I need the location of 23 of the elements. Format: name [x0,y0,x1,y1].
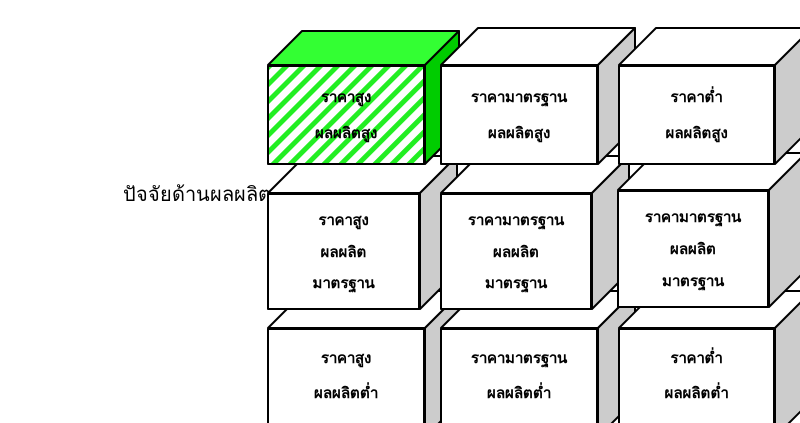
cube-label: ราคาต่ำ [670,86,722,108]
cube-label: ผลผลิต [670,239,716,260]
cube-label: ผลผลิตต่ำ [664,382,728,404]
cube-label: ราคามาตรฐาน [471,348,567,369]
cube-label: ผลผลิตต่ำ [314,382,378,404]
cube-label: ราคาต่ำ [670,347,722,369]
cube-box [440,328,598,423]
cube-box [267,65,425,165]
cube-label: มาตรฐาน [312,273,374,294]
cube-label: ผลผลิตต่ำ [487,382,551,404]
cube-label: ผลผลิตสูง [488,123,550,144]
cube-label: มาตรฐาน [662,271,724,292]
axis-label: ปัจจัยด้านผลผลิต [123,181,271,208]
cube-label: ราคาสูง [321,348,371,369]
cube-label: ราคามาตรฐาน [468,210,564,231]
cube-label: ราคาสูง [318,210,368,231]
cube-label: ผลผลิต [320,242,366,262]
cube-box [267,328,425,423]
cube-label: ผลผลิต [493,242,539,262]
cube-label: มาตรฐาน [485,273,547,294]
cube-label: ราคามาตรฐาน [645,207,741,228]
cube-label: ผลผลิตสูง [666,123,728,144]
cube-label: ราคามาตรฐาน [471,86,567,108]
